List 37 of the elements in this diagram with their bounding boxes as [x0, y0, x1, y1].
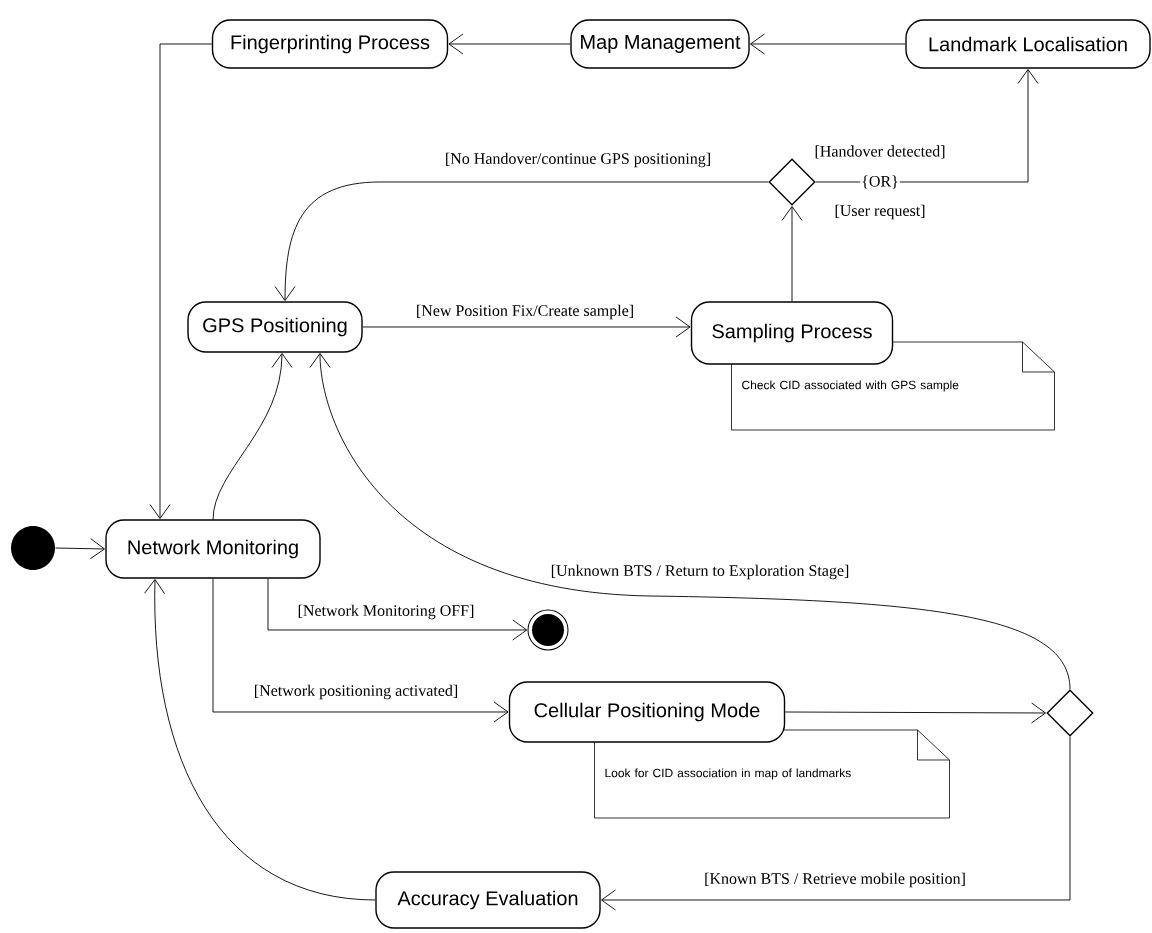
state-box: Sampling Process	[690, 301, 894, 365]
arrow	[212, 578, 509, 723]
state-box: Network Monitoring	[105, 519, 321, 579]
state-box: Map Management	[570, 19, 750, 69]
state-box: GPS Positioning	[187, 301, 363, 353]
arrow	[274, 181, 769, 301]
edge-label: {OR}	[860, 174, 900, 190]
arrow	[55, 538, 105, 560]
state-box: Cellular Positioning Mode	[508, 681, 786, 743]
edge-label: [Network Monitoring OFF]	[296, 603, 476, 621]
arrow	[750, 33, 906, 55]
arrow	[149, 43, 213, 519]
arrow	[267, 578, 528, 641]
decision-diamond	[768, 158, 816, 206]
arrow	[309, 353, 1071, 690]
arrow	[781, 206, 803, 302]
edge-label: [Known BTS / Retrieve mobile position]	[703, 871, 967, 889]
initial-state	[11, 526, 55, 570]
arrow	[815, 69, 1039, 183]
edge-label: [Unknown BTS / Return to Exploration Stage]	[549, 563, 851, 581]
state-box: Accuracy Evaluation	[375, 871, 601, 929]
edge-label: [New Position Fix/Create sample]	[414, 303, 636, 321]
guard-label: [User request]	[835, 204, 925, 220]
guard-label: [Handover detected]	[815, 145, 945, 159]
final-state	[527, 609, 569, 651]
note: Look for CID association in map of landmarks	[594, 729, 950, 819]
arrow	[601, 736, 1071, 911]
edge-label: [No Handover/continue GPS positioning]	[443, 151, 713, 169]
arrow	[362, 316, 691, 338]
decision-diamond	[1046, 689, 1094, 737]
arrow	[784, 702, 1046, 724]
state-box: Fingerprinting Process	[211, 19, 449, 69]
arrow	[212, 353, 293, 521]
edge-label: [Network positioning activated]	[252, 683, 460, 701]
state-box: Landmark Localisation	[905, 19, 1151, 69]
arrow	[448, 33, 571, 55]
arrow	[144, 579, 376, 901]
